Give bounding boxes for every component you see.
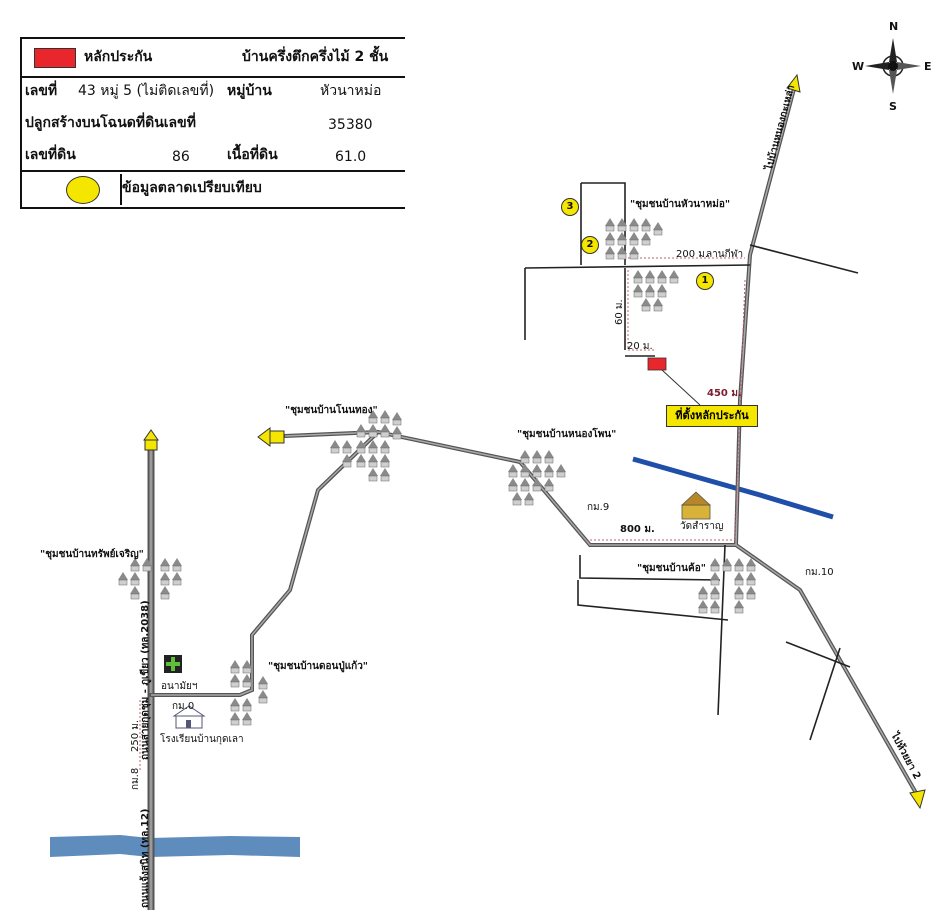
place-don-pu-kaeo: "ชุมชนบ้านดอนปู่แก้ว" (268, 661, 369, 672)
place-ko: "ชุมชนบ้านค้อ" (637, 563, 706, 574)
distance-450: 450 ม. (707, 388, 742, 399)
road-bottom: ถนนแจ้งสนิท (ทล.12) (140, 808, 151, 908)
compass-e: E (924, 60, 932, 73)
place-health: อนามัยฯ (161, 681, 198, 692)
distance-800: 800 ม. (620, 524, 655, 535)
arrow-se (909, 789, 926, 810)
legend-row-details: เลขที่ 43 หมู่ 5 (ไม่ติดเลขที่) หมู่บ้าน… (22, 78, 405, 172)
legend-building-type: บ้านครึ่งตึกครึ่งไม้ 2 ชั้น (242, 49, 389, 65)
legend-collateral-label: หลักประกัน (84, 49, 153, 65)
deed-label: ปลูกสร้างบนโฉนดที่ดินเลขที่ (25, 115, 196, 131)
local-roads (524, 182, 859, 741)
compass-w: W (852, 60, 865, 73)
health-cross-icon (164, 655, 182, 673)
market-marker-3: 3 (561, 198, 579, 216)
area-value: 61.0 (335, 149, 367, 165)
compass-s: S (889, 100, 897, 113)
place-lan-kila: ลานกีฬา (706, 249, 744, 260)
km-9: กม.9 (587, 502, 610, 513)
distance-20: 20 ม. (627, 341, 653, 352)
legend-row-market: ข้อมูลตลาดเปรียบเทียบ (22, 174, 405, 205)
address-label: เลขที่ (25, 83, 58, 99)
collateral-marker (647, 357, 667, 371)
school-icon (172, 705, 206, 729)
legend-row-collateral: หลักประกัน บ้านครึ่งตึกครึ่งไม้ 2 ชั้น (22, 39, 405, 78)
house-cluster-nong-phon (507, 449, 567, 506)
place-temple: วัดสำราญ (680, 521, 724, 532)
distance-60: 60 ม. (614, 299, 625, 325)
market-marker-1: 1 (696, 272, 714, 290)
address-value: 43 หมู่ 5 (ไม่ติดเลขที่) (78, 83, 215, 99)
compass-n: N (889, 20, 899, 33)
compass-rose-icon (865, 38, 921, 94)
house-cluster-hua-na-mo (604, 217, 680, 312)
market-swatch (66, 176, 100, 204)
deed-value: 35380 (328, 117, 373, 133)
arrow-north-main (143, 429, 159, 441)
place-school: โรงเรียนบ้านกุดเลา (160, 734, 244, 745)
house-cluster-ko (697, 557, 757, 614)
distance-200: 200 ม. (676, 249, 709, 260)
legend-table: หลักประกัน บ้านครึ่งตึกครึ่งไม้ 2 ชั้น เ… (20, 37, 405, 209)
market-marker-2: 2 (581, 236, 599, 254)
km-0: กม.0 (172, 701, 195, 712)
temple-icon (680, 491, 712, 520)
place-sap-charoen: "ชุมชนบ้านทรัพย์เจริญ" (40, 549, 144, 560)
river-bottom (50, 835, 300, 857)
km-8: กม.8 (130, 767, 141, 790)
village-label: หมู่บ้าน (227, 83, 272, 99)
area-label: เนื้อที่ดิน (227, 147, 278, 163)
legend-market-label: ข้อมูลตลาดเปรียบเทียบ (122, 180, 262, 196)
arrow-west (257, 427, 271, 447)
village-value: หัวนาหม่อ (320, 83, 382, 99)
place-hua-na-mo: "ชุมชนบ้านหัวนาหม่อ" (630, 199, 731, 210)
place-non-thong: "ชุมชนบ้านโนนทอง" (285, 405, 378, 416)
place-nong-phon: "ชุมชนบ้านหนองโพน" (517, 429, 617, 440)
land-no-value: 86 (172, 149, 190, 165)
km-10: กม.10 (805, 567, 834, 578)
collateral-location-label: ที่ตั้งหลักประกัน (666, 405, 758, 427)
collateral-swatch (34, 48, 76, 68)
distance-250: 250 ม. (130, 719, 141, 752)
river-right (632, 456, 834, 520)
legend-divider (120, 174, 122, 205)
land-no-label: เลขที่ดิน (25, 147, 76, 163)
arrow-ne (786, 73, 801, 93)
